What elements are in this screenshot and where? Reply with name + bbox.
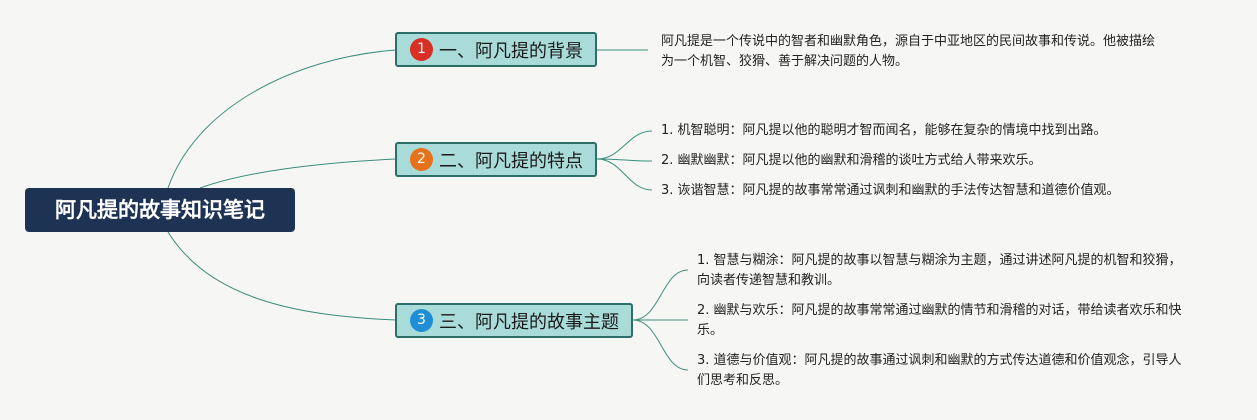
topic-label: 一、阿凡提的背景	[439, 40, 583, 62]
connector-topic-2-leaf-1	[596, 130, 653, 160]
topic-label: 三、阿凡提的故事主题	[439, 311, 619, 333]
detail-text: 1. 机智聪明：阿凡提以他的聪明才智而闻名，能够在复杂的情境中找到出路。	[661, 123, 1107, 138]
connector-topic-2-leaf-3	[596, 158, 653, 191]
connector-topic-3-leaf-3	[632, 319, 689, 371]
connector-topic-2-leaf-2	[596, 158, 653, 162]
detail-text: 3. 诙谐智慧：阿凡提的故事常常通过讽刺和幽默的手法传达智慧和道德价值观。	[661, 183, 1120, 198]
detail-text: 2. 幽默幽默：阿凡提以他的幽默和滑稽的谈吐方式给人带来欢乐。	[661, 153, 1042, 168]
root-title: 阿凡提的故事知识笔记	[55, 198, 265, 222]
topic-themes[interactable]: 3 三、阿凡提的故事主题	[395, 303, 633, 338]
detail-text: 1. 智慧与糊涂：阿凡提的故事以智慧与糊涂为主题，通过讲述阿凡提的机智和狡猾，向…	[697, 253, 1182, 288]
topic-2-detail-1: 1. 机智聪明：阿凡提以他的聪明才智而闻名，能够在复杂的情境中找到出路。	[661, 121, 1221, 141]
topic-2-detail-2: 2. 幽默幽默：阿凡提以他的幽默和滑稽的谈吐方式给人带来欢乐。	[661, 151, 1221, 171]
number-1-icon: 1	[410, 38, 433, 61]
connector-root-topic-3	[167, 231, 397, 321]
topic-label: 二、阿凡提的特点	[439, 150, 583, 172]
topic-1-detail: 阿凡提是一个传说中的智者和幽默角色，源自于中亚地区的民间故事和传说。他被描绘为一…	[661, 32, 1161, 72]
topic-3-detail-3: 3. 道德与价值观：阿凡提的故事通过讽刺和幽默的方式传达道德和价值观念，引导人们…	[697, 351, 1192, 391]
topic-3-detail-2: 2. 幽默与欢乐：阿凡提的故事常常通过幽默的情节和滑稽的对话，带给读者欢乐和快乐…	[697, 301, 1192, 341]
detail-text: 3. 道德与价值观：阿凡提的故事通过讽刺和幽默的方式传达道德和价值观念，引导人们…	[697, 353, 1182, 388]
number-2-icon: 2	[410, 148, 433, 171]
topic-2-detail-3: 3. 诙谐智慧：阿凡提的故事常常通过讽刺和幽默的手法传达智慧和道德价值观。	[661, 181, 1221, 201]
number-3-icon: 3	[410, 309, 433, 332]
topic-traits[interactable]: 2 二、阿凡提的特点	[395, 142, 597, 177]
connector-root-topic-1	[167, 49, 397, 189]
detail-text: 2. 幽默与欢乐：阿凡提的故事常常通过幽默的情节和滑稽的对话，带给读者欢乐和快乐…	[697, 303, 1182, 338]
detail-text: 阿凡提是一个传说中的智者和幽默角色，源自于中亚地区的民间故事和传说。他被描绘为一…	[661, 34, 1156, 69]
topic-3-detail-1: 1. 智慧与糊涂：阿凡提的故事以智慧与糊涂为主题，通过讲述阿凡提的机智和狡猾，向…	[697, 251, 1192, 291]
connector-topic-3-leaf-1	[632, 269, 689, 321]
topic-background[interactable]: 1 一、阿凡提的背景	[395, 32, 597, 67]
root-node[interactable]: 阿凡提的故事知识笔记	[25, 188, 295, 232]
connector-root-topic-2	[199, 158, 397, 189]
